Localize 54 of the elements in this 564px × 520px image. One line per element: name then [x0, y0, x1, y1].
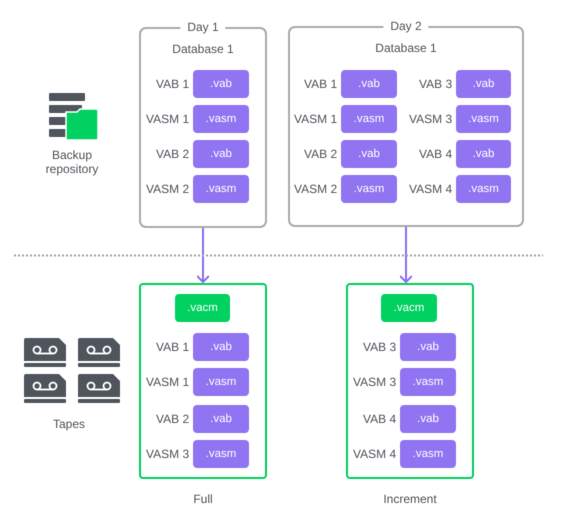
file-label: VASM 2: [146, 182, 190, 196]
file-extension-tag: .vab: [193, 333, 249, 361]
file-extension-tag: .vasm: [341, 105, 397, 133]
file-extension-tag: .vasm: [400, 440, 456, 468]
file-extension-tag: .vasm: [193, 440, 249, 468]
panel-heading: Day 1: [180, 20, 226, 34]
file-label: VAB 2: [304, 147, 338, 161]
file-extension-tag: .vab: [193, 70, 249, 98]
file-extension-tag: .vab: [400, 405, 456, 433]
panel-caption: Increment: [383, 492, 437, 506]
file-label: VASM 3: [409, 112, 452, 126]
file-label: VAB 3: [419, 77, 452, 91]
archive-panel: [346, 283, 474, 479]
file-extension-tag: .vasm: [456, 105, 511, 133]
file-label: VASM 3: [353, 375, 396, 389]
file-extension-tag: .vab: [341, 70, 397, 98]
file-extension-tag: .vacm: [175, 294, 230, 322]
file-label: VAB 3: [363, 340, 396, 354]
file-label: VAB 1: [156, 340, 190, 354]
panel-subtitle: Database 1: [172, 42, 234, 56]
file-extension-tag: .vasm: [193, 175, 249, 203]
file-label: VASM 1: [146, 375, 190, 389]
file-extension-tag: .vacm: [381, 294, 437, 322]
file-extension-tag: .vasm: [456, 175, 511, 203]
file-extension-tag: .vab: [456, 140, 511, 168]
file-extension-tag: .vab: [193, 140, 249, 168]
panel-heading: Day 2: [383, 19, 429, 33]
archive-panel: [139, 283, 267, 479]
file-label: VAB 1: [304, 77, 338, 91]
file-label: VAB 1: [156, 77, 190, 91]
file-extension-tag: .vab: [456, 70, 511, 98]
file-label: VAB 4: [363, 412, 396, 426]
file-extension-tag: .vab: [400, 333, 456, 361]
file-label: VASM 1: [146, 112, 190, 126]
file-extension-tag: .vasm: [341, 175, 397, 203]
file-label: VASM 4: [353, 447, 396, 461]
panel-subtitle: Database 1: [375, 41, 437, 55]
file-label: VAB 2: [156, 412, 190, 426]
file-label: VASM 4: [409, 182, 452, 196]
panel-caption: Full: [193, 492, 213, 506]
icon-caption: Backup repository: [44, 148, 100, 176]
arrow: [399, 227, 413, 283]
arrow: [196, 228, 210, 283]
icon-caption: Tapes: [52, 417, 86, 431]
file-extension-tag: .vasm: [193, 105, 249, 133]
file-label: VAB 4: [419, 147, 452, 161]
file-label: VASM 2: [294, 182, 338, 196]
file-label: VAB 2: [156, 147, 190, 161]
file-extension-tag: .vab: [341, 140, 397, 168]
file-extension-tag: .vab: [193, 405, 249, 433]
file-extension-tag: .vasm: [400, 368, 456, 396]
file-extension-tag: .vasm: [193, 368, 249, 396]
file-label: VASM 1: [294, 112, 338, 126]
file-label: VASM 3: [146, 447, 190, 461]
